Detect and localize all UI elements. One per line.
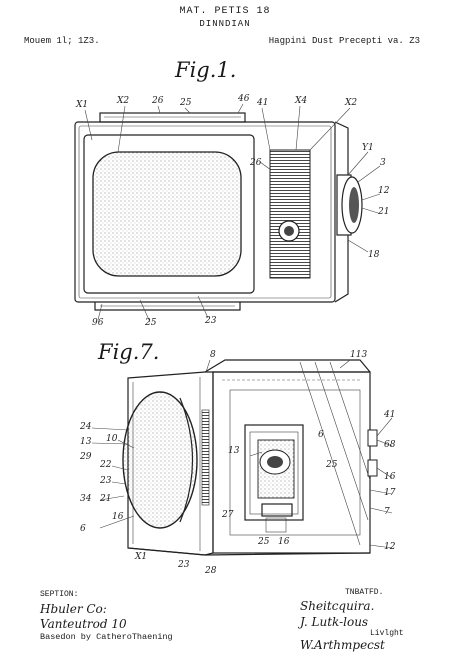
- fig2-label: 113: [350, 350, 368, 360]
- fig2-label: 6: [318, 430, 324, 440]
- figure-1-drawing: [74, 103, 381, 323]
- footer-right-signature-2: J. Lutk-lous: [300, 615, 369, 629]
- header-reference: Hagpini Dust Precepti va. Z3: [268, 36, 420, 46]
- fig1-label: Y1: [362, 143, 374, 153]
- fig2-label: 16: [384, 472, 396, 482]
- fig2-label: 10: [106, 434, 118, 444]
- fig2-label: 25: [326, 460, 338, 470]
- figure-1-title: Fig.1.: [175, 58, 237, 82]
- fig2-label: 16: [278, 537, 290, 547]
- fig1-label: 23: [205, 316, 217, 326]
- fig2-label: 13: [80, 437, 92, 447]
- footer-right-note: Livlght: [370, 629, 404, 638]
- fig2-label: 13: [228, 446, 240, 456]
- fig2-label: 24: [80, 422, 92, 432]
- footer-left-signature-2: Vanteutrod 10: [40, 617, 127, 631]
- fig1-label: 96: [92, 318, 104, 328]
- fig1-label: 3: [380, 158, 386, 168]
- fig1-label: 25: [180, 98, 192, 108]
- fig2-label: 41: [384, 410, 396, 420]
- fig1-label: 41: [257, 98, 269, 108]
- footer-left-note: Basedon by CatheroThaening: [40, 632, 173, 642]
- fig1-label: X1: [76, 100, 89, 110]
- fig2-label: 6: [80, 524, 86, 534]
- header-subtitle: DINNDIAN: [199, 19, 251, 29]
- fig2-label: 12: [384, 542, 396, 552]
- fig2-label: 17: [384, 488, 396, 498]
- header-date: Mouem 1l; 1Z3.: [24, 36, 100, 46]
- fig1-label: 26: [250, 158, 262, 168]
- fig1-label: X2: [117, 96, 130, 106]
- fig1-label: 21: [378, 207, 390, 217]
- fig2-label: 23: [178, 560, 190, 570]
- footer-left-heading: SEPTION:: [40, 590, 79, 599]
- fig2-label: 27: [222, 510, 234, 520]
- fig1-label: 12: [378, 186, 390, 196]
- fig2-label: 7: [384, 507, 390, 517]
- fig2-label: 21: [100, 494, 112, 504]
- footer-right-signature-1: Sheitcquira.: [300, 599, 375, 613]
- figure-2-drawing: [91, 359, 393, 556]
- fig1-label: 25: [145, 318, 157, 328]
- fig2-label: 25: [258, 537, 270, 547]
- fig1-label: 26: [152, 96, 164, 106]
- fig1-label: X4: [295, 96, 308, 106]
- header-title: MAT. PETIS 18: [179, 6, 271, 17]
- fig2-label: 68: [384, 440, 396, 450]
- footer-left-signature-1: Hbuler Co:: [40, 602, 107, 616]
- fig2-label: 29: [80, 452, 92, 462]
- fig2-label: 8: [210, 350, 216, 360]
- footer-right-signature-3: W.Arthmpecst: [300, 638, 385, 652]
- figure-2-title: Fig.7.: [98, 340, 160, 364]
- fig2-label: 23: [100, 476, 112, 486]
- fig2-label: X1: [135, 552, 148, 562]
- fig1-label: 18: [368, 250, 380, 260]
- fig2-label: 16: [112, 512, 124, 522]
- fig2-label: 22: [100, 460, 112, 470]
- fig1-label: X2: [345, 98, 358, 108]
- fig2-label: 28: [205, 566, 217, 576]
- fig1-label: 46: [238, 94, 250, 104]
- fig2-label: 34: [80, 494, 92, 504]
- footer-right-heading: TNBATFD.: [345, 588, 384, 597]
